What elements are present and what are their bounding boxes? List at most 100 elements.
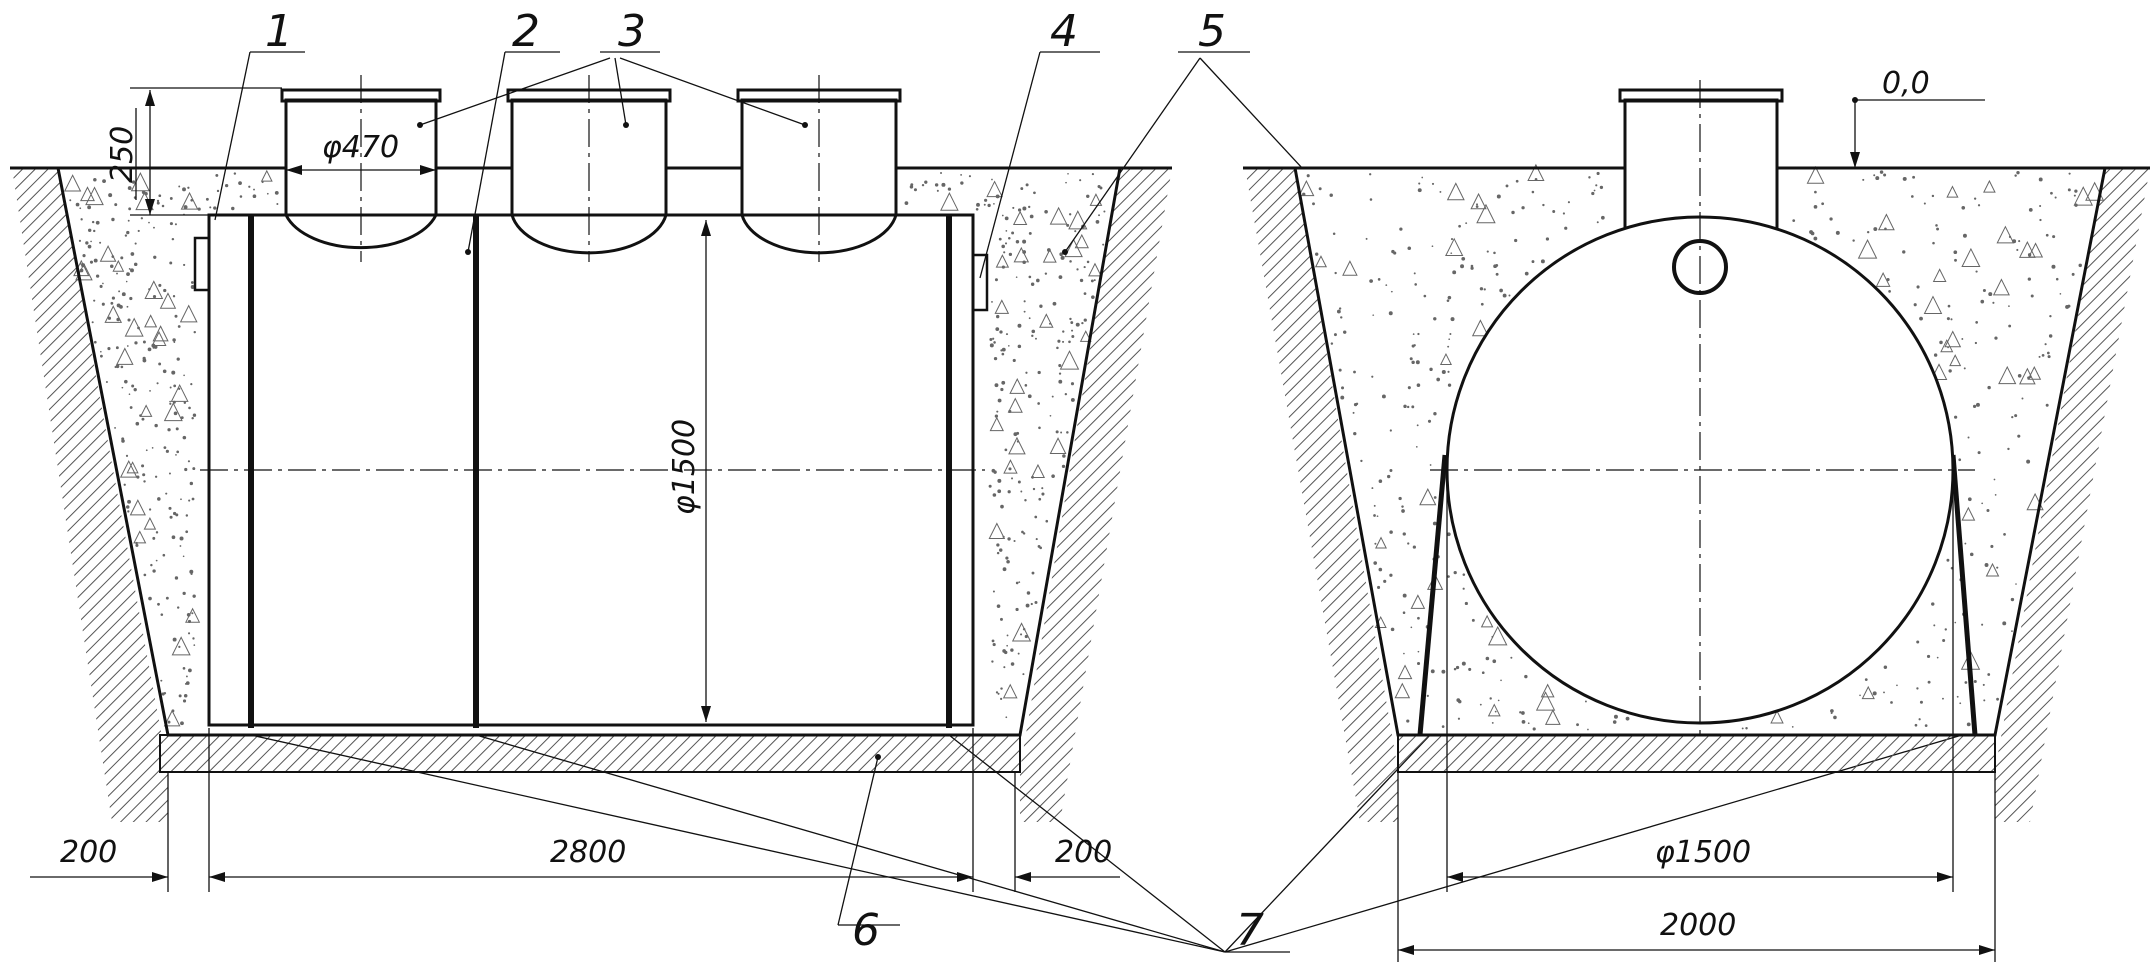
sand-mark [158, 283, 162, 287]
sand-mark [93, 229, 96, 233]
sand-mark [1959, 702, 1962, 705]
sand-mark [1596, 221, 1599, 224]
sand-mark [1862, 178, 1865, 181]
sand-mark [1060, 255, 1065, 260]
sand-mark [110, 264, 114, 268]
sand-mark [177, 606, 180, 609]
gravel-mark [1089, 193, 1103, 206]
sand-mark [139, 414, 142, 417]
sand-mark [1462, 587, 1465, 590]
sand-mark [193, 644, 196, 646]
sand-mark [1007, 537, 1011, 541]
sand-mark [1946, 558, 1950, 562]
sand-mark [1939, 340, 1943, 345]
sand-mark [1599, 185, 1604, 190]
sand-mark [1010, 662, 1015, 666]
sand-mark [1587, 728, 1589, 731]
sand-mark [178, 185, 181, 188]
sand-mark [1982, 683, 1985, 686]
sand-mark [188, 406, 191, 410]
sand-mark [1024, 384, 1028, 387]
sand-mark [1447, 345, 1450, 348]
sand-mark [1390, 290, 1393, 293]
sand-mark [1813, 236, 1818, 241]
sand-mark [1562, 212, 1566, 215]
sand-mark [1461, 256, 1466, 261]
callout-4: 4 [1050, 6, 1078, 57]
sand-mark [135, 421, 140, 426]
sand-mark [1071, 329, 1074, 332]
sand-mark [2011, 630, 2013, 633]
sand-mark [1450, 238, 1454, 241]
sand-mark [2055, 277, 2059, 281]
sand-mark [1534, 177, 1538, 181]
sand-mark [102, 179, 106, 184]
sand-mark [179, 536, 184, 541]
sand-mark [1098, 214, 1100, 217]
sand-mark [2052, 235, 2056, 239]
sand-mark [1489, 697, 1492, 700]
gravel-mark [1961, 506, 1976, 521]
gravel-mark [1923, 295, 1943, 315]
sand-mark [1403, 652, 1405, 655]
sand-mark [1409, 357, 1413, 361]
gravel-mark [85, 186, 104, 206]
sand-mark [82, 254, 86, 258]
sand-mark [1975, 321, 1979, 324]
sand-mark [1353, 370, 1356, 374]
sand-mark [1315, 252, 1319, 256]
sand-mark [165, 492, 168, 495]
sand-mark [1007, 490, 1011, 494]
sand-mark [239, 195, 243, 198]
sand-mark [1399, 227, 1403, 231]
sand-mark [1003, 251, 1006, 254]
sand-mark [996, 543, 1000, 547]
sand-mark [2068, 172, 2071, 175]
sand-mark [1016, 431, 1020, 435]
sand-mark [1001, 244, 1005, 249]
sand-mark [987, 203, 991, 208]
gravel-mark [1298, 180, 1315, 197]
sand-mark [87, 228, 92, 233]
sand-mark [1001, 352, 1005, 356]
sand-mark [187, 632, 191, 635]
sand-mark [1954, 621, 1957, 624]
sand-mark [1029, 214, 1034, 219]
sand-mark [169, 222, 173, 226]
sand-mark [183, 401, 187, 405]
sand-mark [180, 721, 184, 726]
sand-mark [1381, 394, 1386, 399]
sand-mark [1318, 187, 1322, 191]
sand-mark [1025, 603, 1030, 608]
gravel-mark [1470, 192, 1487, 210]
backfill-speckle-left [63, 169, 1106, 727]
sand-mark [2008, 324, 2012, 328]
sand-mark [1034, 600, 1038, 604]
sand-mark [1407, 542, 1410, 545]
sand-mark [1025, 183, 1029, 187]
sand-mark [121, 437, 125, 441]
sand-mark [79, 207, 82, 210]
sand-mark [1075, 322, 1080, 327]
sand-mark [1916, 285, 1920, 289]
sand-mark [1969, 552, 1974, 557]
sand-mark [1388, 311, 1393, 316]
sand-mark [1833, 715, 1837, 720]
sand-mark [2078, 263, 2082, 268]
sand-mark [1470, 266, 1474, 270]
sand-mark [1933, 624, 1936, 627]
sand-mark [1343, 330, 1347, 334]
sand-mark [161, 692, 165, 696]
sand-mark [116, 317, 120, 322]
sand-mark [1093, 279, 1096, 282]
ground-level-mark: 0,0 [1882, 66, 1930, 101]
sand-mark [1048, 322, 1052, 325]
gravel-mark [1042, 248, 1057, 263]
gravel-mark [1476, 203, 1496, 224]
sand-mark [1068, 340, 1071, 344]
gravel-mark [1535, 691, 1556, 711]
sand-mark [197, 207, 201, 211]
sand-mark [2067, 304, 2071, 308]
sand-mark [1493, 264, 1497, 269]
